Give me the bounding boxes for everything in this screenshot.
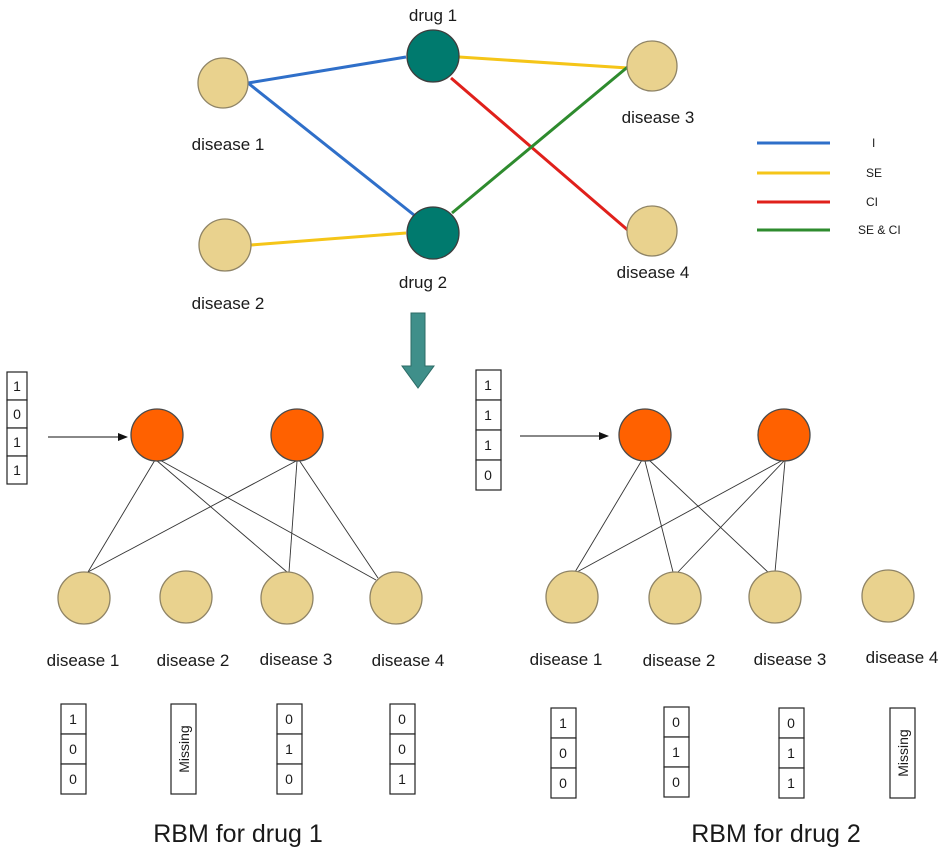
rbm2-vector-disease-2: 0 1 0 xyxy=(663,706,690,798)
rbm1-label-disease-4: disease 4 xyxy=(372,651,445,670)
svg-text:1: 1 xyxy=(398,771,406,787)
svg-text:0: 0 xyxy=(69,771,77,787)
rbm2-input-cell: 1 xyxy=(484,377,492,393)
rbm2-input-vector: 1 1 1 0 xyxy=(475,369,502,491)
legend-label-se-ci: SE & CI xyxy=(858,223,901,237)
node-disease-4 xyxy=(626,205,678,257)
rbm2-vector-disease-1: 1 0 0 xyxy=(550,707,577,799)
svg-text:Missing: Missing xyxy=(895,729,911,776)
rbm2-visible-disease-1 xyxy=(545,570,599,624)
rbm1-vector-disease-4: 0 0 1 xyxy=(389,703,416,795)
legend-label-ci: CI xyxy=(866,195,878,209)
edge-drug1-disease3 xyxy=(458,55,629,70)
svg-text:1: 1 xyxy=(285,741,293,757)
rbm1-hidden-unit-1 xyxy=(130,408,184,462)
svg-text:0: 0 xyxy=(285,771,293,787)
rbm1-vector-disease-3: 0 1 0 xyxy=(276,703,303,795)
rbm2-label-disease-3: disease 3 xyxy=(754,650,827,669)
svg-text:1: 1 xyxy=(69,711,77,727)
network-labels: drug 1 drug 2 disease 1 disease 2 diseas… xyxy=(192,6,695,313)
rbm2-hidden-unit-2 xyxy=(757,408,811,462)
rbm2-vector-disease-4-missing: Missing xyxy=(889,707,916,799)
rbm2-visible-disease-3 xyxy=(748,570,802,624)
rbm1-input-cell: 1 xyxy=(13,378,21,394)
svg-text:1: 1 xyxy=(787,745,795,761)
rbm1-title: RBM for drug 1 xyxy=(153,820,323,848)
rbm1-visible-disease-1 xyxy=(57,571,111,625)
svg-text:0: 0 xyxy=(69,741,77,757)
rbm1-input-cell: 1 xyxy=(13,434,21,450)
rbm1-label-disease-1: disease 1 xyxy=(47,651,120,670)
legend: I SE CI SE & CI xyxy=(757,136,901,237)
node-disease-1 xyxy=(197,57,249,109)
edge-drug2-disease3 xyxy=(451,63,631,215)
rbm1-input-vector: 1 0 1 1 xyxy=(6,371,28,485)
legend-label-se: SE xyxy=(866,166,882,180)
rbm2-input-cell: 1 xyxy=(484,437,492,453)
rbm2-label-disease-4: disease 4 xyxy=(866,648,939,667)
label-disease-3: disease 3 xyxy=(622,108,695,127)
rbm1-vector-disease-1: 1 0 0 xyxy=(60,703,87,795)
svg-text:0: 0 xyxy=(398,711,406,727)
label-disease-1: disease 1 xyxy=(192,135,265,154)
svg-text:0: 0 xyxy=(559,745,567,761)
legend-label-i: I xyxy=(872,136,875,150)
svg-text:Missing: Missing xyxy=(176,725,192,772)
rbm2-label-disease-2: disease 2 xyxy=(643,651,716,670)
rbm1-connections xyxy=(87,458,379,581)
label-disease-4: disease 4 xyxy=(617,263,690,282)
node-drug-1 xyxy=(406,29,460,83)
svg-text:1: 1 xyxy=(672,744,680,760)
rbm1-visible-disease-4 xyxy=(369,571,423,625)
transform-arrow xyxy=(401,312,435,389)
network-edges xyxy=(247,55,631,247)
svg-text:0: 0 xyxy=(559,775,567,791)
rbm2-input-cell: 1 xyxy=(484,407,492,423)
rbm2-visible-disease-4 xyxy=(861,569,915,623)
rbm2-input-cell: 0 xyxy=(484,467,492,483)
rbm1-hidden-unit-2 xyxy=(270,408,324,462)
rbm1-visible-disease-3 xyxy=(260,571,314,625)
node-drug-2 xyxy=(406,206,460,260)
rbm2-visible-disease-2 xyxy=(648,571,702,625)
edge-disease1-drug1 xyxy=(247,55,407,85)
label-disease-2: disease 2 xyxy=(192,294,265,313)
svg-text:0: 0 xyxy=(672,714,680,730)
svg-text:0: 0 xyxy=(787,715,795,731)
rbm-drug-1: 1 0 1 1 disease 1 disease 2 disease 3 di… xyxy=(6,371,445,848)
edge-disease1-drug2 xyxy=(247,81,415,217)
rbm2-vector-disease-3: 0 1 1 xyxy=(778,707,805,799)
node-disease-2 xyxy=(198,218,252,272)
svg-text:1: 1 xyxy=(559,715,567,731)
rbm1-label-disease-2: disease 2 xyxy=(157,651,230,670)
rbm1-input-cell: 1 xyxy=(13,462,21,478)
label-drug-2: drug 2 xyxy=(399,273,447,292)
rbm1-label-disease-3: disease 3 xyxy=(260,650,333,669)
edge-disease2-drug2 xyxy=(250,231,407,247)
svg-text:0: 0 xyxy=(672,774,680,790)
rbm2-title: RBM for drug 2 xyxy=(691,820,861,848)
rbm2-label-disease-1: disease 1 xyxy=(530,650,603,669)
network-nodes xyxy=(197,29,678,272)
rbm2-connections xyxy=(574,458,786,575)
rbm1-vector-disease-2-missing: Missing xyxy=(170,703,197,795)
rbm-drug-2: 1 1 1 0 disease 1 disease 2 disease 3 di… xyxy=(475,369,939,848)
label-drug-1: drug 1 xyxy=(409,6,457,25)
svg-text:0: 0 xyxy=(285,711,293,727)
edge-drug1-disease4 xyxy=(450,76,631,234)
node-disease-3 xyxy=(626,40,678,92)
svg-text:1: 1 xyxy=(787,775,795,791)
rbm1-visible-disease-2 xyxy=(159,570,213,624)
rbm2-hidden-unit-1 xyxy=(618,408,672,462)
svg-text:0: 0 xyxy=(398,741,406,757)
rbm1-input-cell: 0 xyxy=(13,406,21,422)
